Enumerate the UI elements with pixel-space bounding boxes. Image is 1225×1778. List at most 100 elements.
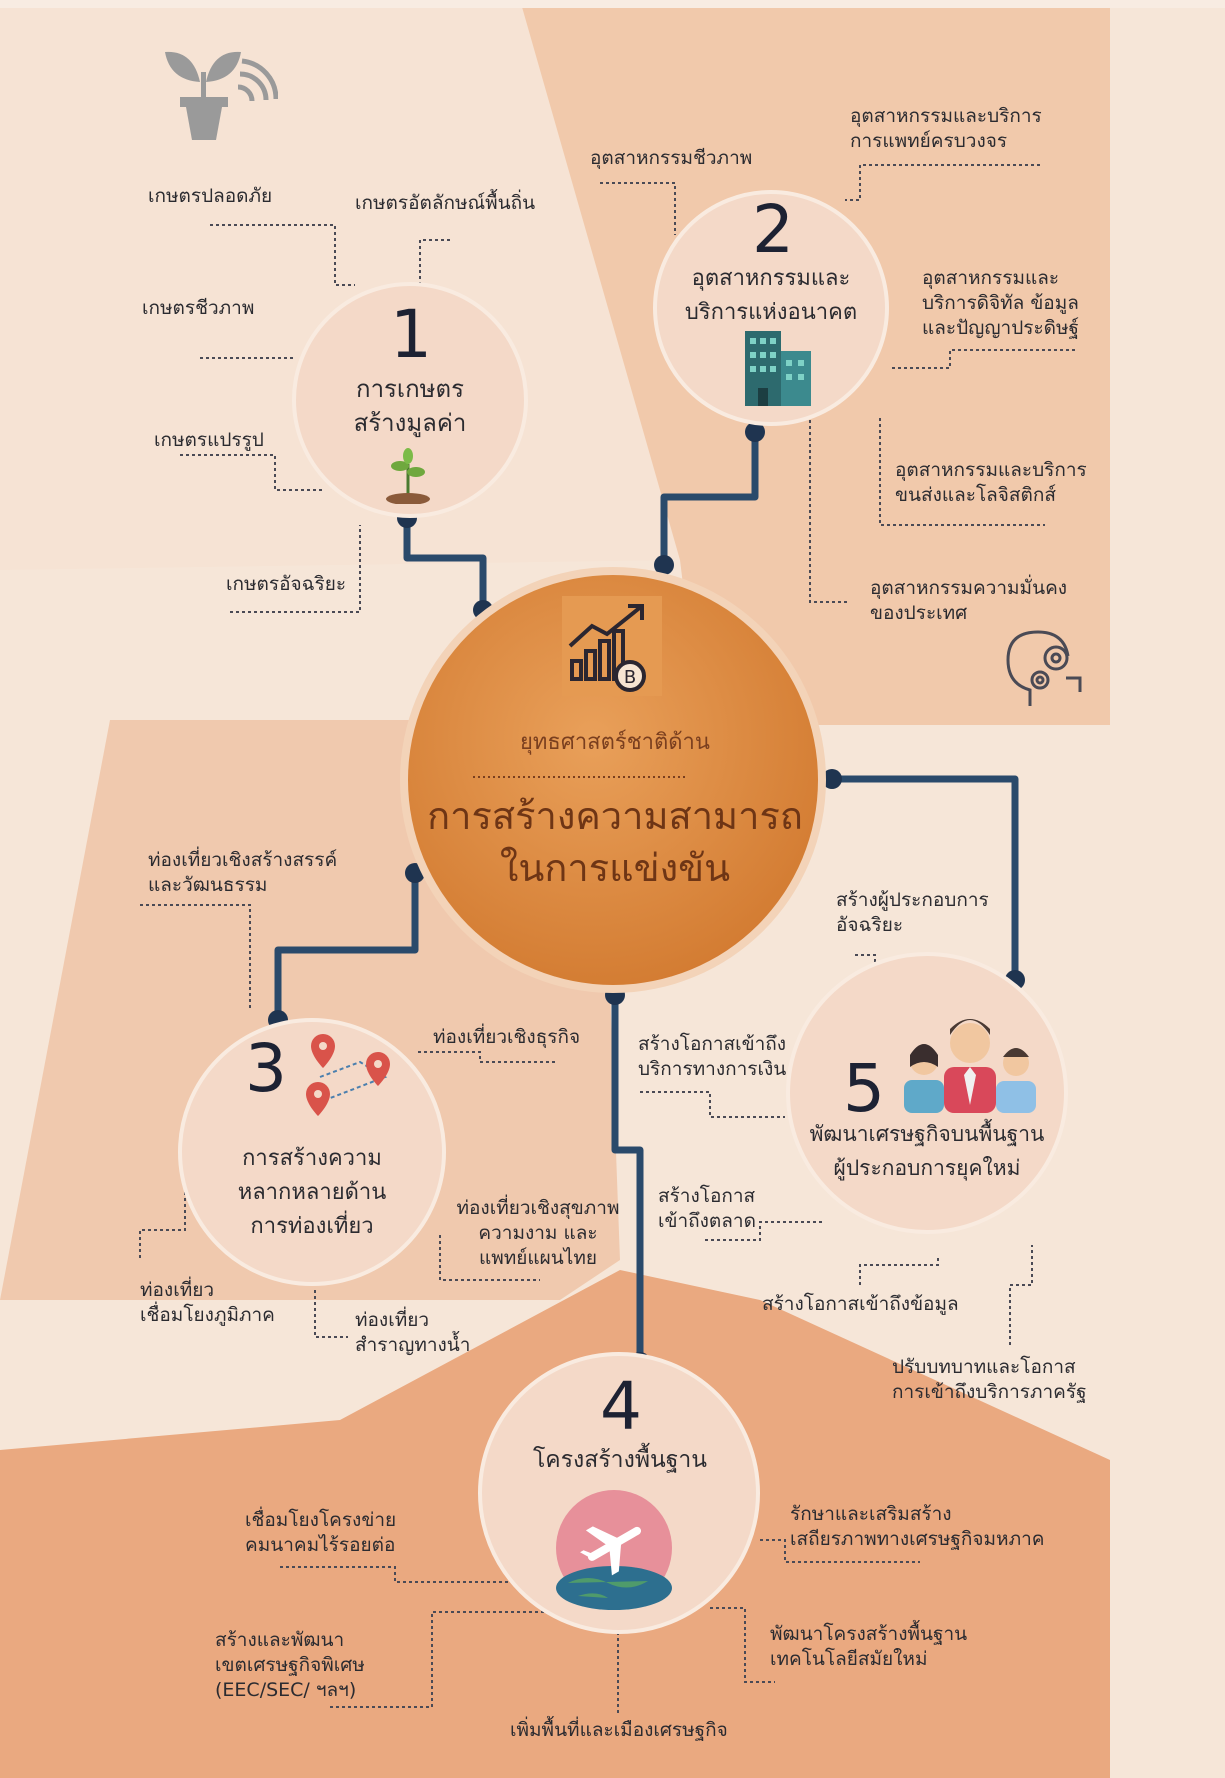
- node-3-item-2: ท่องเที่ยวเชิงธุรกิจ: [433, 1026, 581, 1048]
- node-1-title: การเกษตร สร้างมูลค่า: [310, 372, 510, 440]
- node-3-title: การสร้างความ หลากหลายด้าน การท่องเที่ยว: [202, 1142, 422, 1244]
- node-3-item-4: ท่องเที่ยว เชื่อมโยงภูมิภาค: [140, 1278, 275, 1328]
- node-4-item-2-line2: เขตเศรษฐกิจพิเศษ: [215, 1654, 365, 1676]
- node-5-item-2-line2: บริการทางการเงิน: [638, 1058, 787, 1080]
- node-2-title-line2: บริการแห่งอนาคต: [684, 300, 858, 325]
- node-4-item-2-line3: (EEC/SEC/ ฯลฯ): [215, 1679, 357, 1701]
- node-3-item-4-line1: ท่องเที่ยว: [140, 1279, 215, 1301]
- node-2-item-2-line1: อุตสาหกรรมและบริการ: [850, 105, 1042, 127]
- node-2-item-4-line1: อุตสาหกรรมและบริการ: [895, 459, 1087, 481]
- node-2-item-5-line2: ของประเทศ: [870, 602, 968, 624]
- node-1-title-line1: การเกษตร: [356, 375, 464, 403]
- node-4-item-5-line1: รักษาและเสริมสร้าง: [790, 1503, 952, 1525]
- node-1-number: 1: [390, 296, 432, 373]
- node-1-circle: [292, 282, 528, 518]
- node-5-item-3-line2: เข้าถึงตลาด: [658, 1210, 756, 1232]
- center-title-line1: การสร้างความสามารถ: [427, 794, 803, 838]
- node-3-item-5-line2: สำราญทางน้ำ: [355, 1334, 471, 1356]
- node-2-title: อุตสาหกรรมและ บริการแห่งอนาคต: [661, 262, 881, 330]
- node-2-item-5: อุตสาหกรรมความมั่นคง ของประเทศ: [870, 576, 1067, 626]
- node-1-item-5: เกษตรอัจฉริยะ: [226, 573, 347, 595]
- node-5-title-line2: ผู้ประกอบการยุคใหม่: [833, 1156, 1021, 1180]
- node-3-title-line2: หลากหลายด้าน: [237, 1180, 387, 1205]
- node-2-item-3: อุตสาหกรรมและ บริการดิจิทัล ข้อมูล และปั…: [922, 266, 1079, 341]
- node-2-item-1: อุตสาหกรรมชีวภาพ: [590, 147, 753, 169]
- map-pins-icon: [306, 1034, 390, 1116]
- node-5-item-5: ปรับบทบาทและโอกาส การเข้าถึงบริการภาครัฐ: [892, 1355, 1087, 1405]
- node-5-title: พัฒนาเศรษฐกิจบนพื้นฐาน ผู้ประกอบการยุคให…: [787, 1117, 1067, 1185]
- plant-wifi-icon: [165, 51, 278, 140]
- node-5-item-5-line2: การเข้าถึงบริการภาครัฐ: [892, 1381, 1087, 1403]
- node-4-item-4-line2: เทคโนโลยีสมัยใหม่: [770, 1648, 928, 1670]
- node-5-item-1-line2: อัจฉริยะ: [836, 914, 904, 936]
- node-2-item-5-line1: อุตสาหกรรมความมั่นคง: [870, 577, 1068, 599]
- node-1-item-4: เกษตรแปรรูป: [154, 429, 264, 451]
- node-4-item-3: เพิ่มพื้นที่และเมืองเศรษฐกิจ: [510, 1719, 728, 1741]
- node-3-title-line1: การสร้างความ: [242, 1146, 382, 1171]
- center-title-line2: ในการแข่งขัน: [499, 846, 731, 890]
- node-4-item-1-line1: เชื่อมโยงโครงข่าย: [245, 1509, 397, 1531]
- node-4-title: โครงสร้างพื้นฐาน: [532, 1447, 708, 1473]
- node-5-item-1: สร้างผู้ประกอบการ อัจฉริยะ: [836, 888, 989, 938]
- node-4-item-1: เชื่อมโยงโครงข่าย คมนาคมไร้รอยต่อ: [245, 1508, 396, 1558]
- svg-text:B: B: [624, 667, 636, 688]
- node-5-item-3: สร้างโอกาส เข้าถึงตลาด: [658, 1184, 756, 1234]
- node-4-number: 4: [600, 1368, 642, 1445]
- node-3-item-4-line2: เชื่อมโยงภูมิภาค: [140, 1304, 275, 1326]
- center-title: การสร้างความสามารถ ในการแข่งขัน: [400, 790, 830, 894]
- node-3-item-3: ท่องเที่ยวเชิงสุขภาพ ความงาม และ แพทย์แผ…: [438, 1196, 638, 1271]
- connector-lines: [274, 428, 1019, 1366]
- node-3-item-5-line1: ท่องเที่ยว: [355, 1309, 430, 1331]
- entrepreneurs-group-icon: [904, 1019, 1036, 1113]
- head-gears-icon: [1006, 630, 1082, 706]
- node-2-item-3-line2: บริการดิจิทัล ข้อมูล: [922, 292, 1079, 314]
- node-5-item-1-line1: สร้างผู้ประกอบการ: [836, 889, 989, 911]
- center-circle: [400, 567, 826, 993]
- connector-4: [611, 991, 644, 1366]
- node-4-item-4-line1: พัฒนาโครงสร้างพื้นฐาน: [770, 1623, 968, 1645]
- node-1-item-2: เกษตรอัตลักษณ์พื้นถิ่น: [355, 192, 536, 214]
- node-3-item-1-line2: และวัฒนธรรม: [148, 874, 268, 896]
- node-5-item-2-line1: สร้างโอกาสเข้าถึง: [638, 1033, 787, 1055]
- node-3-number: 3: [245, 1030, 287, 1107]
- node-3-title-line3: การท่องเที่ยว: [250, 1214, 374, 1239]
- node-4-item-2: สร้างและพัฒนา เขตเศรษฐกิจพิเศษ (EEC/SEC/…: [215, 1628, 365, 1703]
- node-2-item-4: อุตสาหกรรมและบริการ ขนส่งและโลจิสติกส์: [895, 458, 1087, 508]
- node-4-item-5: รักษาและเสริมสร้าง เสถียรภาพทางเศรษฐกิจม…: [790, 1502, 1044, 1552]
- node-4-item-1-line2: คมนาคมไร้รอยต่อ: [245, 1534, 396, 1556]
- node-1-item-1: เกษตรปลอดภัย: [148, 185, 273, 207]
- node-3-item-5: ท่องเที่ยว สำราญทางน้ำ: [355, 1308, 470, 1358]
- node-4-item-5-line2: เสถียรภาพทางเศรษฐกิจมหภาค: [790, 1528, 1045, 1550]
- node-4-item-4: พัฒนาโครงสร้างพื้นฐาน เทคโนโลยีสมัยใหม่: [770, 1622, 967, 1672]
- node-3-item-3-line1: ท่องเที่ยวเชิงสุขภาพ: [456, 1197, 620, 1219]
- node-2-item-3-line3: และปัญญาประดิษฐ์: [922, 317, 1080, 339]
- node-3-item-1-line1: ท่องเที่ยวเชิงสร้างสรรค์: [148, 849, 338, 871]
- node-1-item-3: เกษตรชีวภาพ: [142, 297, 255, 319]
- node-2-item-4-line2: ขนส่งและโลจิสติกส์: [895, 484, 1056, 506]
- connector-3: [274, 869, 419, 1024]
- node-5-number: 5: [843, 1050, 885, 1127]
- node-2-item-2: อุตสาหกรรมและบริการ การแพทย์ครบวงจร: [850, 104, 1042, 154]
- node-5-title-line1: พัฒนาเศรษฐกิจบนพื้นฐาน: [809, 1122, 1045, 1146]
- connector-2: [660, 428, 759, 569]
- node-2-title-line1: อุตสาหกรรมและ: [691, 266, 851, 291]
- node-5-item-5-line1: ปรับบทบาทและโอกาส: [892, 1356, 1076, 1378]
- seedling-icon: [386, 448, 430, 504]
- node-5-item-2: สร้างโอกาสเข้าถึง บริการทางการเงิน: [638, 1032, 786, 1082]
- growth-chart-baht-icon: B: [562, 596, 662, 696]
- node-1-title-line2: สร้างมูลค่า: [353, 409, 467, 437]
- node-2-item-3-line1: อุตสาหกรรมและ: [922, 267, 1060, 289]
- node-5-item-4: สร้างโอกาสเข้าถึงข้อมูล: [762, 1293, 959, 1315]
- connector-5: [828, 775, 1019, 984]
- node-4-item-2-line1: สร้างและพัฒนา: [215, 1629, 345, 1651]
- node-3-item-1: ท่องเที่ยวเชิงสร้างสรรค์ และวัฒนธรรม: [148, 848, 337, 898]
- node-3-item-3-line3: แพทย์แผนไทย: [478, 1247, 597, 1269]
- node-2-number: 2: [752, 191, 794, 268]
- node-2-circle: [653, 190, 889, 426]
- node-5-item-3-line1: สร้างโอกาส: [658, 1185, 756, 1207]
- connector-1: [403, 514, 487, 614]
- globe-airplane-icon: [556, 1490, 672, 1610]
- leader-lines: [139, 164, 1075, 1715]
- center-subtitle: ยุทธศาสตร์ชาติด้าน: [520, 730, 710, 755]
